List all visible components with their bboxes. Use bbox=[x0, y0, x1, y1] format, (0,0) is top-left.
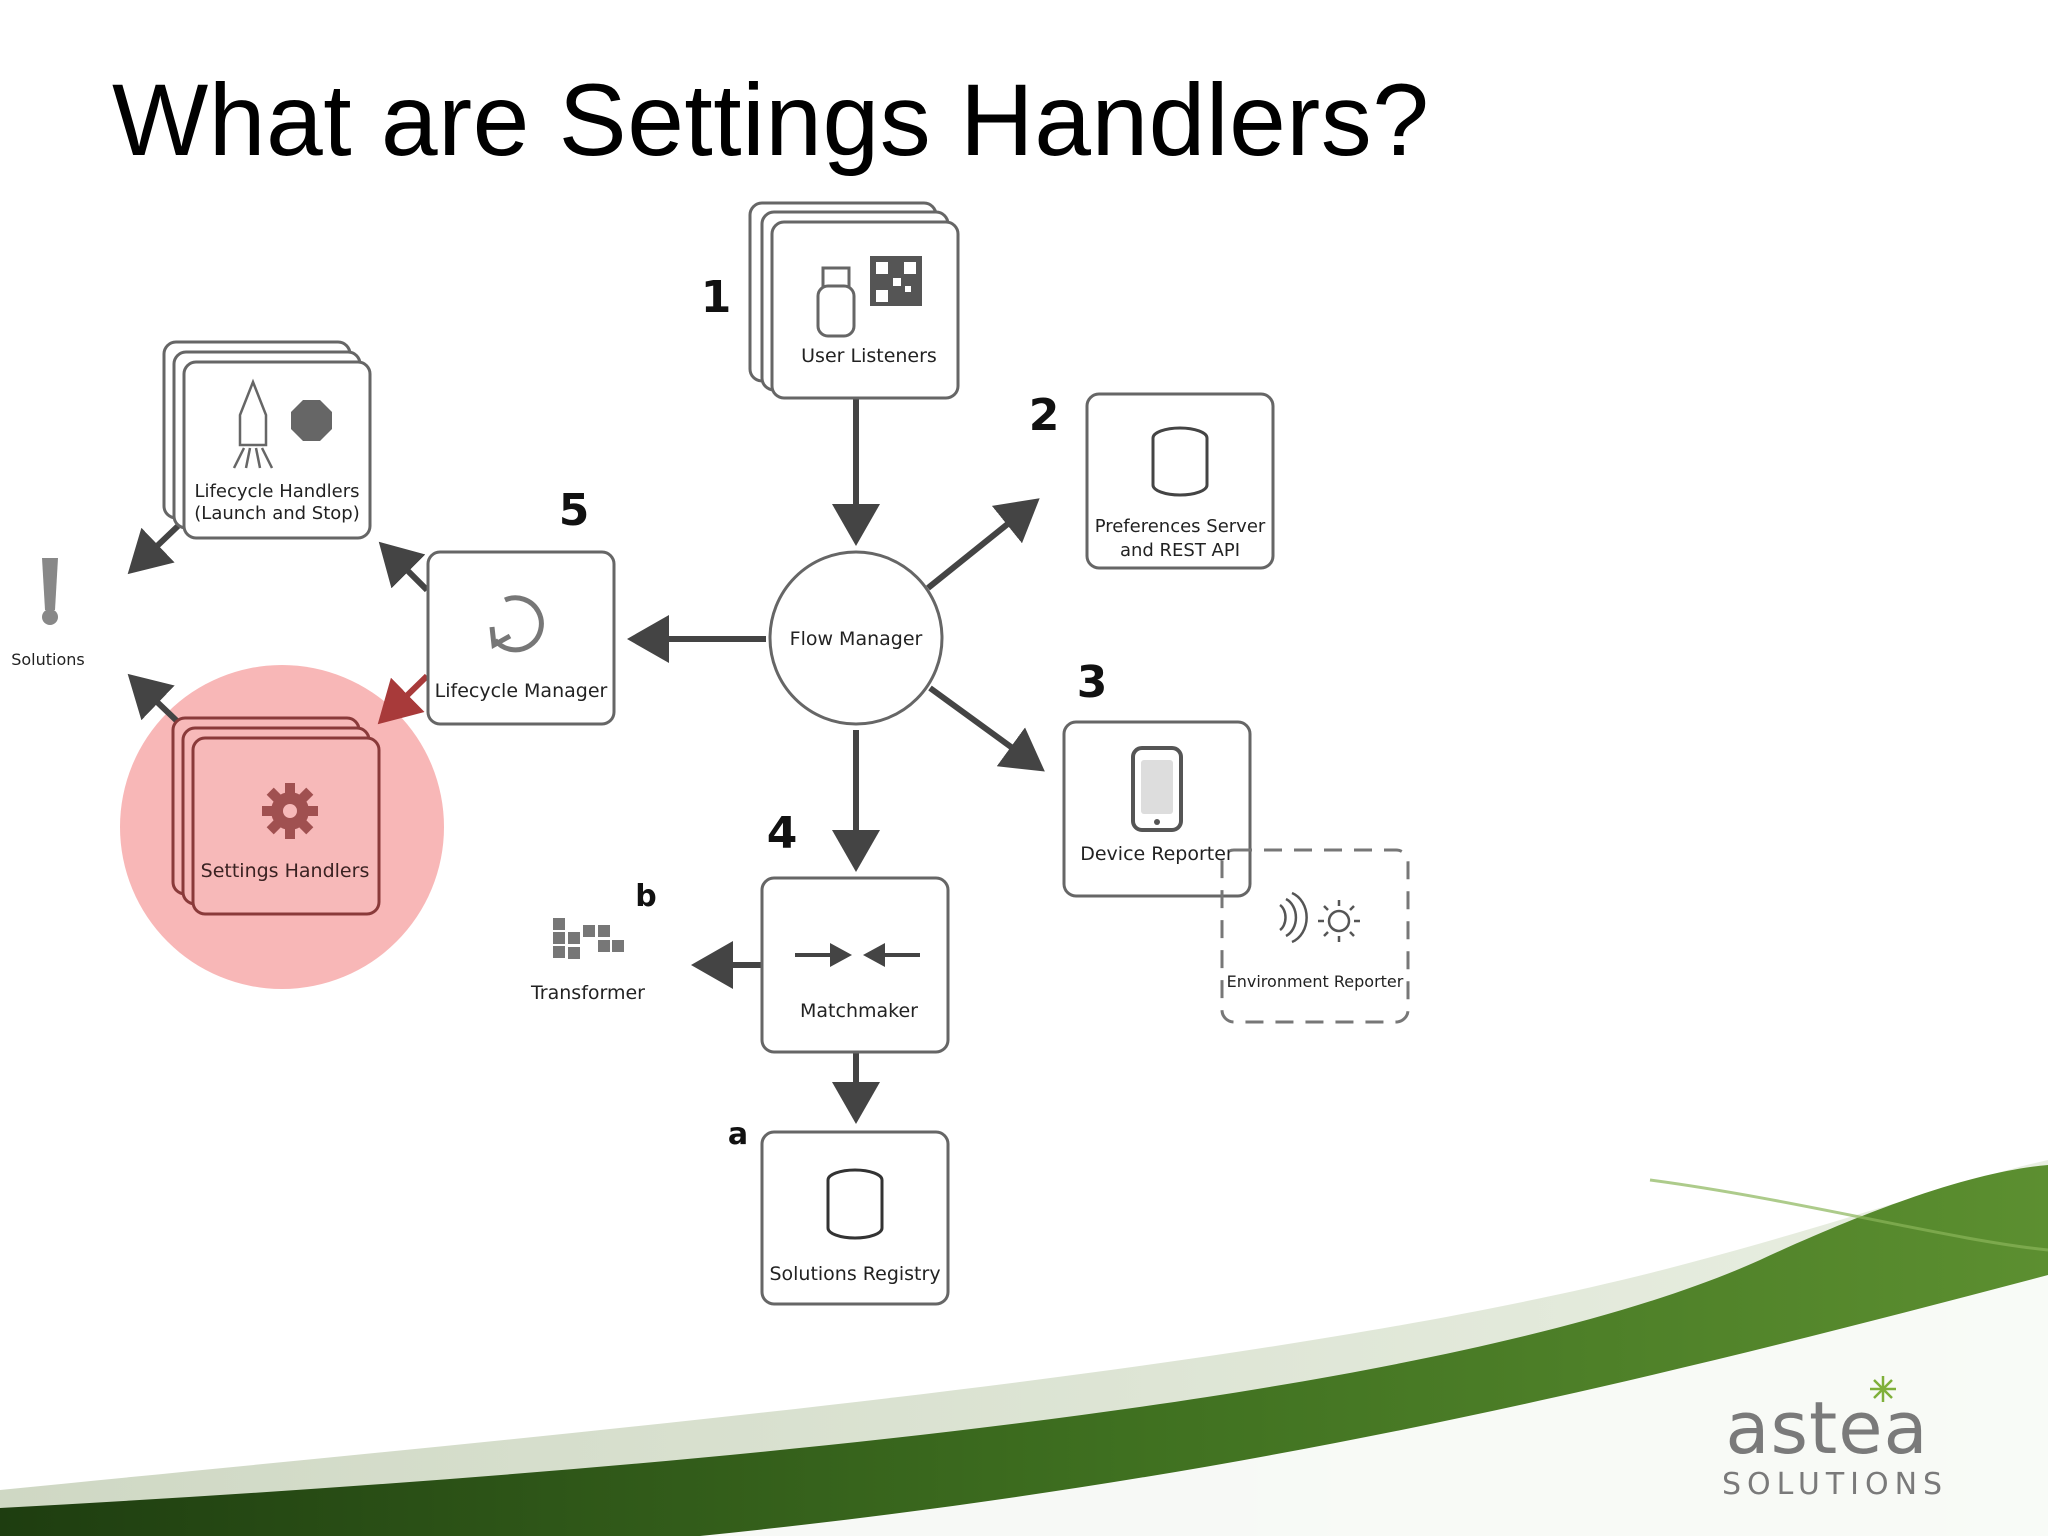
preferences-server-label-line2: and REST API bbox=[1120, 540, 1240, 561]
arrow-flow-manager-to-preferences bbox=[926, 498, 1040, 591]
step-label-4: 4 bbox=[767, 808, 798, 859]
astea-solutions-logo: astea SOLUTIONS bbox=[1722, 1376, 1949, 1518]
lifecycle-handlers-node: Lifecycle Handlers (Launch and Stop) bbox=[162, 340, 372, 540]
user-listeners-node: User Listeners bbox=[748, 201, 960, 400]
step-label-1: 1 bbox=[701, 272, 732, 323]
matchmaker-label: Matchmaker bbox=[800, 1000, 918, 1022]
arrow-flow-manager-to-device-reporter bbox=[928, 685, 1045, 772]
signal-waves-icon bbox=[1279, 891, 1308, 944]
transform-blocks-icon bbox=[553, 918, 624, 959]
settings-handlers-node: Settings Handlers bbox=[171, 716, 381, 916]
lifecycle-manager-node: Lifecycle Manager bbox=[426, 550, 616, 726]
gear-icon bbox=[262, 783, 318, 839]
brand-subtitle: SOLUTIONS bbox=[1722, 1467, 1949, 1502]
database-icon bbox=[1151, 426, 1209, 497]
step-label-2: 2 bbox=[1029, 390, 1060, 441]
solutions-registry-node: Solutions Registry bbox=[760, 1130, 950, 1306]
settings-handlers-label: Settings Handlers bbox=[201, 860, 370, 882]
arrow-lifecycle-manager-to-lifecycle-handlers bbox=[378, 541, 430, 593]
lifecycle-handlers-label-line1: Lifecycle Handlers bbox=[195, 481, 360, 502]
transformer-node: Transformer bbox=[530, 918, 645, 1004]
solutions-registry-label: Solutions Registry bbox=[769, 1263, 940, 1285]
logo-star-icon bbox=[1870, 1376, 1896, 1402]
device-reporter-label: Device Reporter bbox=[1080, 843, 1234, 865]
arrow-lifecycle-manager-to-settings-handlers bbox=[377, 673, 430, 725]
environment-reporter-node: Environment Reporter bbox=[1220, 848, 1410, 1024]
exclamation-icon bbox=[42, 558, 58, 625]
database-icon bbox=[826, 1168, 884, 1240]
solutions-node: Solutions bbox=[11, 558, 85, 669]
preferences-server-node: Preferences Server and REST API bbox=[1085, 392, 1275, 570]
flow-manager-label: Flow Manager bbox=[790, 628, 923, 650]
converging-arrows-icon bbox=[795, 943, 920, 967]
step-label-3: 3 bbox=[1077, 657, 1108, 708]
lifecycle-handlers-label-line2: (Launch and Stop) bbox=[194, 503, 359, 524]
arrow-settings-handlers-to-solutions bbox=[127, 673, 181, 725]
user-listeners-label: User Listeners bbox=[801, 345, 937, 367]
flow-manager-node: Flow Manager bbox=[768, 550, 944, 726]
sun-icon bbox=[1318, 900, 1360, 942]
step-labels: 1 2 3 4 5 a b bbox=[559, 272, 1108, 1152]
rocket-launch-icon bbox=[232, 378, 274, 469]
slide-title: What are Settings Handlers? bbox=[112, 63, 1430, 177]
matchmaker-node: Matchmaker bbox=[760, 876, 950, 1054]
step-label-5: 5 bbox=[559, 485, 590, 536]
environment-reporter-label: Environment Reporter bbox=[1227, 972, 1404, 991]
qr-code-icon bbox=[870, 256, 922, 306]
flow-arrows bbox=[127, 398, 1045, 1124]
usb-drive-icon bbox=[816, 266, 856, 338]
device-reporter-node: Device Reporter bbox=[1062, 720, 1252, 898]
brand-name: astea bbox=[1725, 1386, 1929, 1470]
solutions-label: Solutions bbox=[11, 650, 85, 669]
lifecycle-manager-label: Lifecycle Manager bbox=[435, 680, 608, 702]
arrow-lifecycle-handlers-to-solutions bbox=[127, 523, 181, 575]
step-label-a: a bbox=[728, 1117, 748, 1152]
preferences-server-label-line1: Preferences Server bbox=[1095, 516, 1266, 537]
stop-sign-icon bbox=[291, 400, 332, 441]
transformer-label: Transformer bbox=[530, 982, 645, 1004]
step-label-b: b bbox=[635, 879, 656, 914]
mobile-device-icon bbox=[1131, 746, 1183, 832]
refresh-cycle-icon bbox=[489, 595, 544, 653]
